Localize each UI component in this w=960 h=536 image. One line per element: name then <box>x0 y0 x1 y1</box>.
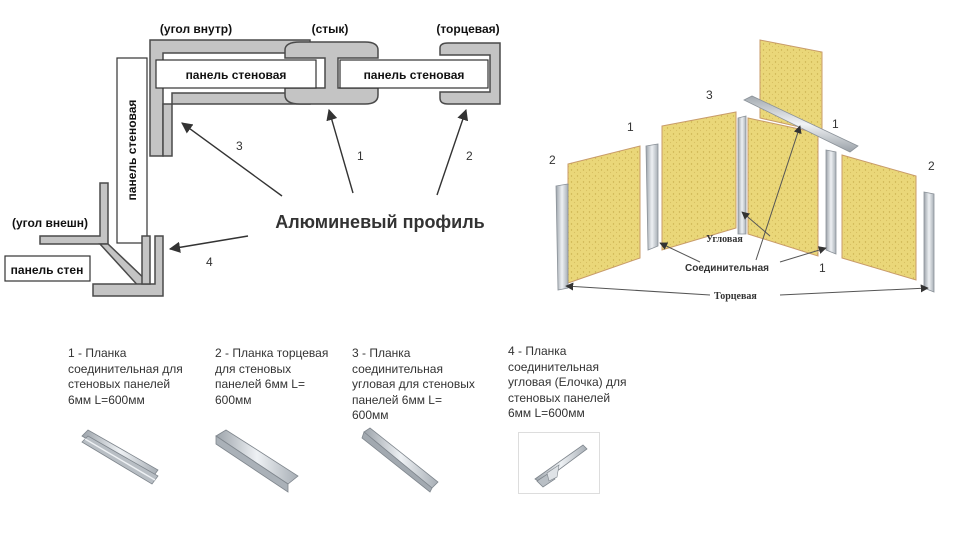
corner-profile-center <box>737 115 747 235</box>
pointer-connecting-top <box>755 125 802 261</box>
pointer-connecting-right <box>779 246 827 263</box>
product-3-caption-text: 3 - Планка соединительная угловая для ст… <box>352 346 475 422</box>
connecting-profile-top <box>743 95 859 153</box>
product-image-1 <box>78 422 160 488</box>
pointer-connecting-left <box>659 242 701 263</box>
outer-corner-tag: (угол внешн) <box>12 216 88 230</box>
number-1-top: 1 <box>832 117 839 131</box>
arrow-1-number: 1 <box>357 149 364 163</box>
number-1-bottom: 1 <box>819 261 826 275</box>
wall-panel-short <box>4 255 91 282</box>
product-caption-3: 3 - Планка соединительная угловая для ст… <box>352 346 477 424</box>
wall-panel-label-1: панель стеновая <box>186 68 287 82</box>
end-profile-left <box>555 183 569 291</box>
connecting-profile-left <box>645 143 659 251</box>
joint-tag: (стык) <box>312 22 349 36</box>
arrow-1 <box>326 108 354 194</box>
panel-far-right <box>841 154 917 281</box>
arrow-2-number: 2 <box>466 149 473 163</box>
product-caption-2: 2 - Планка торцевая для стеновых панелей… <box>215 346 335 408</box>
assembly-illustration: Угловая Соединительная Торцевая 2 1 3 1 … <box>549 39 935 302</box>
inner-corner-tag: (угол внутр) <box>160 22 232 36</box>
panel-far-left <box>567 145 641 284</box>
profile-title: Алюминевый профиль <box>275 212 485 232</box>
pointer-end-right <box>779 284 929 296</box>
product-image-3 <box>358 426 442 494</box>
product-image-2 <box>212 426 300 494</box>
pointer-end-left <box>565 282 711 296</box>
product-caption-1: 1 - Планка соединительная для стеновых п… <box>68 346 188 408</box>
panel-mid-left <box>661 111 737 251</box>
number-2-right: 2 <box>928 159 935 173</box>
product-image-4 <box>518 432 600 494</box>
arrow-4 <box>168 235 249 253</box>
connecting-profile-right <box>825 149 837 255</box>
arrow-3 <box>181 122 283 197</box>
arrow-3-number: 3 <box>236 139 243 153</box>
wall-panel-vertical-label: панель стеновая <box>125 100 139 201</box>
end-profile-right <box>923 191 935 293</box>
wall-panel-short-label: панель стен <box>11 263 84 277</box>
number-1-left: 1 <box>627 120 634 134</box>
label-end: Торцевая <box>714 291 757 302</box>
product-caption-4: 4 - Планка соединительная угловая (Елочк… <box>508 344 633 422</box>
arrow-4-number: 4 <box>206 255 213 269</box>
wall-panel-horizontal-1 <box>155 59 317 89</box>
wall-panel-vertical <box>116 57 148 244</box>
product-1-caption-text: 1 - Планка соединительная для стеновых п… <box>68 346 183 407</box>
outer-corner-profile <box>39 182 164 297</box>
number-2-left: 2 <box>549 153 556 167</box>
label-corner: Угловая <box>706 234 743 245</box>
number-3: 3 <box>706 88 713 102</box>
product-4-caption-text: 4 - Планка соединительная угловая (Елочк… <box>508 344 627 420</box>
end-tag: (торцевая) <box>436 22 499 36</box>
wall-panel-label-2: панель стеновая <box>364 68 465 82</box>
arrow-2 <box>436 108 469 196</box>
panel-mid-right <box>747 117 819 257</box>
wall-panel-horizontal-2 <box>339 59 489 89</box>
product-2-caption-text: 2 - Планка торцевая для стеновых панелей… <box>215 346 329 407</box>
label-connecting: Соединительная <box>685 263 769 274</box>
end-profile <box>439 42 501 105</box>
